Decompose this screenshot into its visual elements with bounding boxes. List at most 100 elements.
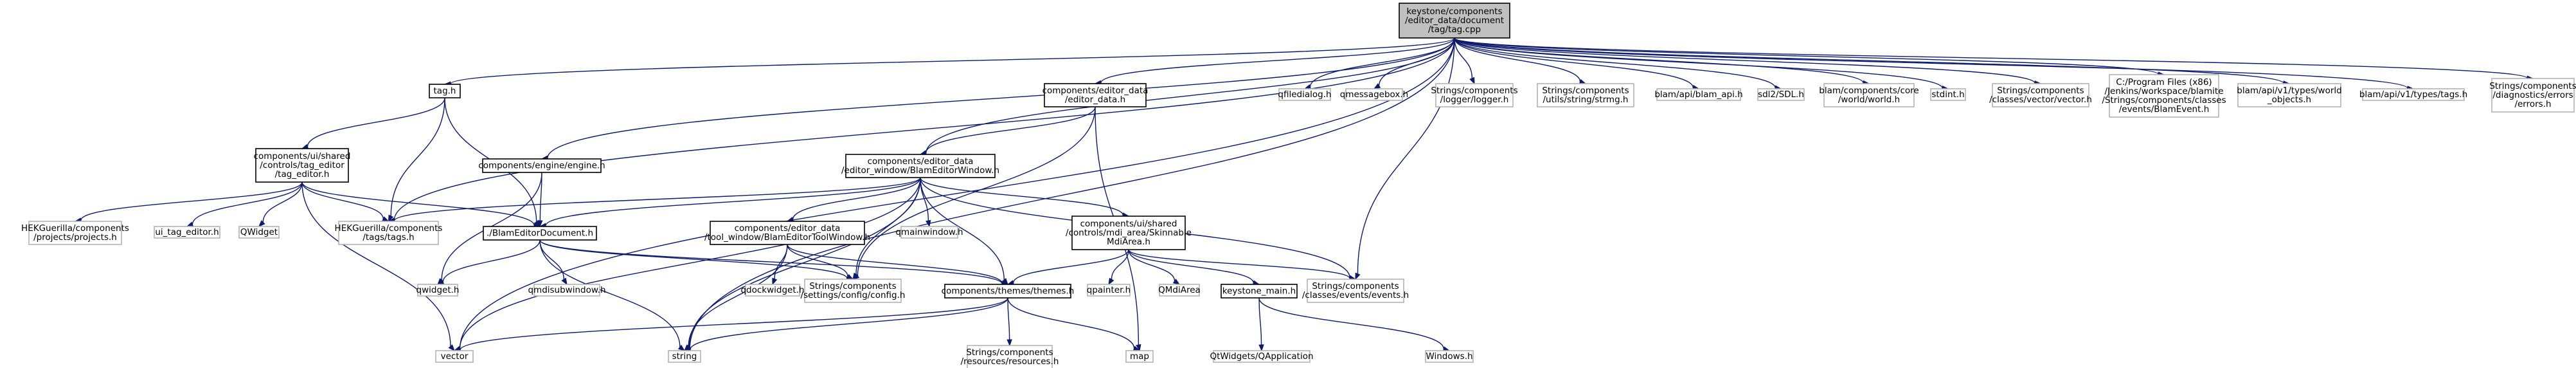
- node-box: [1044, 83, 1147, 107]
- node-box: [338, 221, 439, 245]
- node-label-line: qdockwidget.h: [740, 285, 804, 295]
- edge-line: [925, 106, 1096, 153]
- edge-line: [301, 181, 451, 347]
- node-box: [2109, 74, 2219, 118]
- node-label-line: /Strings/components/classes: [2102, 95, 2226, 106]
- edge-line: [1454, 37, 1473, 78]
- node-label-line: Strings/components: [809, 281, 896, 291]
- node-windows[interactable]: Windows.h: [1425, 350, 1474, 363]
- node-logger[interactable]: Strings/components/logger/logger.h: [1431, 83, 1518, 107]
- node-label-line: QtWidgets/QApplication: [1210, 351, 1313, 362]
- edge-arrowhead: [1006, 339, 1012, 347]
- node-box: [745, 284, 800, 297]
- node-blam-editor-doc[interactable]: ./BlamEditorDocument.h: [483, 226, 597, 241]
- node-blam-editor-window[interactable]: components/editor_data/editor_window/Bla…: [841, 154, 999, 178]
- edge-line: [390, 97, 445, 216]
- edge-arrowhead: [537, 220, 543, 228]
- node-tag-editor[interactable]: components/ui/shared/controls/tag_editor…: [254, 148, 351, 183]
- node-tag-h[interactable]: tag.h: [429, 84, 461, 98]
- edge-line: [1111, 249, 1129, 280]
- node-box: [2362, 88, 2465, 101]
- node-label-line: Windows.h: [1426, 351, 1472, 362]
- edge-arrowhead: [852, 272, 859, 281]
- node-label-line: /settings/config/config.h: [801, 290, 906, 300]
- edge-engine-to-blam_editor_doc: [537, 172, 543, 228]
- node-strmg[interactable]: Strings/components/utils/string/strmg.h: [1537, 83, 1634, 107]
- node-label-line: /tag/tag.cpp: [1428, 24, 1481, 35]
- edge-line: [688, 244, 788, 347]
- edge-blam_editor_window-to-blam_editor_doc: [539, 177, 921, 228]
- node-qmdiarea[interactable]: QMdiArea: [1158, 284, 1201, 297]
- node-qmainwindow[interactable]: qmainwindow.h: [895, 226, 963, 239]
- node-label-line: /editor_data.h: [1065, 95, 1125, 105]
- node-qfiledialog[interactable]: qfiledialog.h: [1278, 88, 1332, 101]
- node-stdint[interactable]: stdint.h: [1930, 88, 1966, 101]
- edge-arrowhead: [448, 344, 455, 352]
- node-world[interactable]: blam/components/core/world/world.h: [1819, 83, 1919, 107]
- node-label-line: /diagnostics/errors: [2492, 90, 2573, 100]
- edge-blam_editor_window-to-hg_tags: [388, 177, 921, 224]
- edge-tag_editor-to-vector_std: [301, 181, 455, 352]
- node-tags-types[interactable]: blam/api/v1/types/tags.h: [2359, 88, 2467, 101]
- node-label-line: /tool_window/BlamEditorToolWindow.h: [704, 232, 870, 243]
- node-box: [429, 84, 461, 98]
- node-config[interactable]: Strings/components/settings/config/confi…: [801, 279, 906, 303]
- node-tool-window[interactable]: components/editor_data/tool_window/BlamE…: [704, 221, 870, 245]
- node-keystone-main[interactable]: keystone_main.h: [1221, 284, 1298, 299]
- node-events[interactable]: Strings/components/classes/events/events…: [1302, 279, 1409, 303]
- node-qmessagebox[interactable]: qmessagebox.h: [1340, 88, 1409, 101]
- node-box: [1399, 3, 1510, 39]
- edge-line: [301, 181, 384, 219]
- node-label-line: stdint.h: [1931, 89, 1964, 100]
- node-label-line: /tags/tags.h: [362, 232, 414, 243]
- edge-tag_editor-to-blam_editor_doc: [301, 181, 541, 228]
- node-hg-projects[interactable]: HEKGuerilla/components/projects/projects…: [21, 221, 129, 245]
- node-box: [1071, 216, 1186, 250]
- edge-tag_editor-to-hg_tags: [301, 181, 389, 222]
- node-box: [1221, 284, 1298, 299]
- node-box: [28, 221, 122, 245]
- node-hg-tags[interactable]: HEKGuerilla/components/tags/tags.h: [335, 221, 443, 245]
- edge-line: [192, 181, 303, 225]
- edge-keystone_main-to-qapplication: [1258, 297, 1264, 352]
- node-errors[interactable]: Strings/components/diagnostics/errors/er…: [2489, 78, 2576, 113]
- node-box: [154, 226, 220, 239]
- node-themes[interactable]: components/themes/themes.h: [942, 284, 1075, 299]
- node-qmdisubwindow[interactable]: qmdisubwindow.h: [528, 284, 606, 297]
- edge-root-to-tag_h: [443, 37, 1455, 87]
- node-blamevent[interactable]: C:/Program Files (x86)/Jenkins/workspace…: [2102, 74, 2226, 118]
- node-vector-h[interactable]: Strings/components/classes/vector/vector…: [1989, 83, 2092, 107]
- node-engine[interactable]: components/engine/engine.h: [478, 158, 605, 173]
- node-box: [944, 284, 1071, 299]
- node-box: [255, 148, 349, 183]
- node-root[interactable]: keystone/components/editor_data/document…: [1399, 3, 1510, 39]
- node-label-line: Strings/components: [966, 347, 1053, 358]
- node-string-std[interactable]: string: [668, 350, 701, 363]
- node-label-line: components/editor_data: [735, 223, 841, 234]
- node-map-std[interactable]: map: [1125, 350, 1154, 363]
- node-resources[interactable]: Strings/components/resources/resources.h: [961, 345, 1059, 368]
- node-ui-tag-editor[interactable]: ui_tag_editor.h: [154, 226, 220, 239]
- edge-blam_editor_doc-to-string_std: [539, 239, 686, 351]
- edge-tag_editor-to-qwidget_cap: [258, 181, 303, 227]
- node-qwidget-cap[interactable]: QWidget: [238, 226, 280, 239]
- edge-line: [688, 177, 921, 347]
- node-ed-data-h[interactable]: components/editor_data/editor_data.h: [1042, 83, 1149, 107]
- edge-root-to-hg_tags: [388, 37, 1455, 223]
- node-blam-api[interactable]: blam/api/blam_api.h: [1654, 88, 1743, 101]
- node-label-line: blam/api/v1/types/tags.h: [2359, 89, 2467, 100]
- node-sdl[interactable]: sdl2/SDL.h: [1757, 88, 1805, 101]
- edge-tool_window-to-config: [787, 244, 854, 280]
- node-label-line: /tag_editor.h: [275, 169, 330, 179]
- node-vector-std[interactable]: vector: [435, 350, 474, 363]
- node-world-objects[interactable]: blam/api/v1/types/world_objects.h: [2237, 83, 2342, 107]
- node-label-line: map: [1130, 351, 1149, 362]
- node-qwidget-h[interactable]: qwidget.h: [416, 284, 460, 297]
- node-box: [804, 279, 902, 303]
- node-qapplication[interactable]: QtWidgets/QApplication: [1210, 350, 1314, 363]
- edge-line: [1258, 297, 1262, 345]
- node-qdockwidget[interactable]: qdockwidget.h: [740, 284, 805, 297]
- node-label-line: /projects/projects.h: [33, 232, 117, 243]
- node-qpainter[interactable]: qpainter.h: [1087, 284, 1131, 297]
- node-mdi-area[interactable]: components/ui/shared/controls/mdi_area/S…: [1066, 216, 1192, 250]
